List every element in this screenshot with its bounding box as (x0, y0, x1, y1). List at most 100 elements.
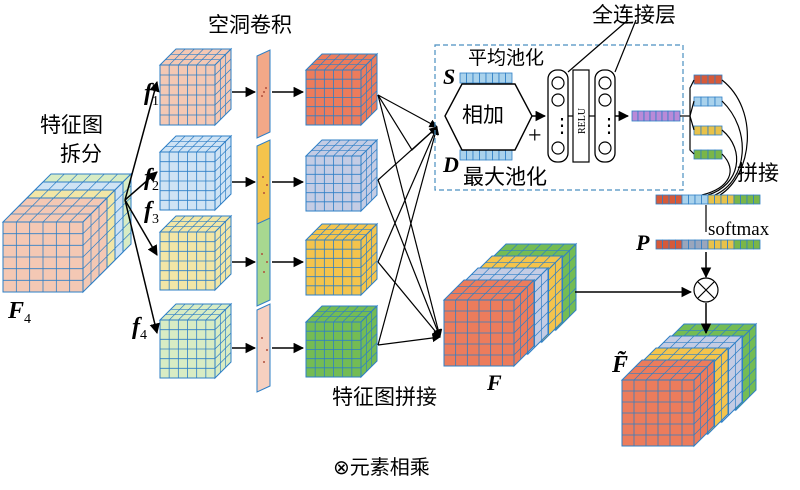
split-vector-2-cell (700, 96, 709, 107)
output-cube-1 (304, 52, 379, 127)
avg-vector-cell (498, 72, 506, 84)
symbol-D: D (442, 152, 459, 177)
pool-vectors (459, 72, 513, 161)
split-vector-1-cell (700, 74, 709, 85)
split-vector-2-cell (693, 96, 702, 107)
feature-cubes (1, 47, 758, 448)
fc-vector-cell (673, 110, 681, 122)
avg-vector-cell (466, 72, 474, 84)
weighted-cube-layer (620, 358, 716, 448)
fc-vector-cell (649, 110, 657, 122)
concat-vector-cell (675, 194, 683, 205)
concat-vector-cell (694, 194, 702, 205)
p-vector-cell (720, 239, 728, 250)
fusion-lines (377, 94, 443, 346)
dilated-conv-label: 空洞卷积 (208, 13, 292, 37)
split-cube-f2 (158, 134, 233, 212)
symbol-P: P (635, 230, 650, 255)
split-vector-3-cell (707, 125, 716, 136)
max-vector-cell (479, 149, 487, 161)
fc-vector-cell (637, 110, 645, 122)
split-cube-f4 (158, 302, 233, 380)
input-cube-F4 (1, 172, 133, 294)
concat-vector-cell (701, 194, 709, 205)
fc-vector-cell (655, 110, 663, 122)
concat-vector-cell (746, 194, 754, 205)
p-vector-cell (655, 239, 663, 250)
split-vector-3-cell (693, 125, 702, 136)
p-vector-cell (688, 239, 696, 250)
fc-layer-label: 全连接层 (592, 3, 676, 27)
softmax-label: softmax (708, 219, 770, 240)
kernel-3 (256, 217, 271, 307)
concat-vector-cell (714, 194, 722, 205)
split-vector-3-cell (714, 125, 723, 136)
symbol-f1: f1 (144, 80, 159, 109)
p-vector-cell (675, 239, 683, 250)
split-vector-4-cell (700, 149, 709, 160)
symbol-f2: f2 (144, 165, 159, 194)
split-lines (689, 79, 748, 196)
concat-vector-cell (753, 194, 761, 205)
fc-output-vector (631, 110, 681, 122)
fc-layers (547, 19, 637, 163)
ellipsis-1: ⋮ (552, 115, 572, 137)
fc-vector-cell (661, 110, 669, 122)
output-cube-F-tilde (620, 322, 758, 448)
avg-vector-cell (459, 72, 467, 84)
p-vector-cell (740, 239, 748, 250)
dilated-kernels (256, 49, 271, 393)
relu-label: RELU (577, 107, 588, 134)
symbol-F-tilde: F̃ (611, 352, 628, 378)
concat-vector-cell (662, 194, 670, 205)
p-vector-cell (733, 239, 741, 250)
max-vector-cell (472, 149, 480, 161)
concat-vector-cell (668, 194, 676, 205)
split-cube-f3 (158, 214, 233, 292)
split-vector-1-cell (707, 74, 716, 85)
concat-cube-F (442, 242, 578, 368)
split-arrows (124, 80, 160, 335)
max-vector-cell (485, 149, 493, 161)
max-pool-label: 最大池化 (463, 165, 547, 189)
split-vector-1-cell (714, 74, 723, 85)
p-vector-cell (681, 239, 689, 250)
avg-vector-cell (485, 72, 493, 84)
concat-vector-cell (707, 194, 715, 205)
concat-vector-cell (681, 194, 689, 205)
max-vector-cell (459, 149, 467, 161)
multiply-op (693, 277, 719, 303)
split-vector-2-cell (707, 96, 716, 107)
split-vector-2-cell (714, 96, 723, 107)
legend-label: ⊗元素相乘 (333, 455, 430, 479)
conv-arrows (232, 86, 305, 354)
add-label: 相加 (462, 103, 504, 127)
fc-vector-cell (631, 110, 639, 122)
symbol-S: S (443, 64, 455, 89)
p-vector-cell (753, 239, 761, 250)
split-vector-3-cell (700, 125, 709, 136)
kernel-4 (256, 303, 271, 393)
avg-vector-cell (479, 72, 487, 84)
max-vector-cell (492, 149, 500, 161)
p-vector-cell (714, 239, 722, 250)
concat-label: 拼接 (737, 161, 779, 185)
split-cube-f1 (158, 47, 233, 127)
output-cube-2 (304, 138, 379, 213)
split-vector-4-cell (707, 149, 716, 160)
avg-pool-label: 平均池化 (468, 47, 544, 69)
concat-cube-layer (442, 278, 536, 368)
split-vectors (693, 74, 723, 160)
symbol-f4: f4 (132, 314, 147, 343)
concat-vector-cell (655, 194, 663, 205)
attention-box (434, 44, 684, 191)
max-vector-cell (498, 149, 506, 161)
fc-vector-cell (643, 110, 651, 122)
split-vector-1-cell (693, 74, 702, 85)
symbol-f3: f3 (144, 198, 159, 227)
symbol-F4: F4 (7, 298, 31, 327)
p-vector-cell (727, 239, 735, 250)
plus-symbol: + (528, 123, 542, 149)
p-vector (655, 239, 761, 250)
